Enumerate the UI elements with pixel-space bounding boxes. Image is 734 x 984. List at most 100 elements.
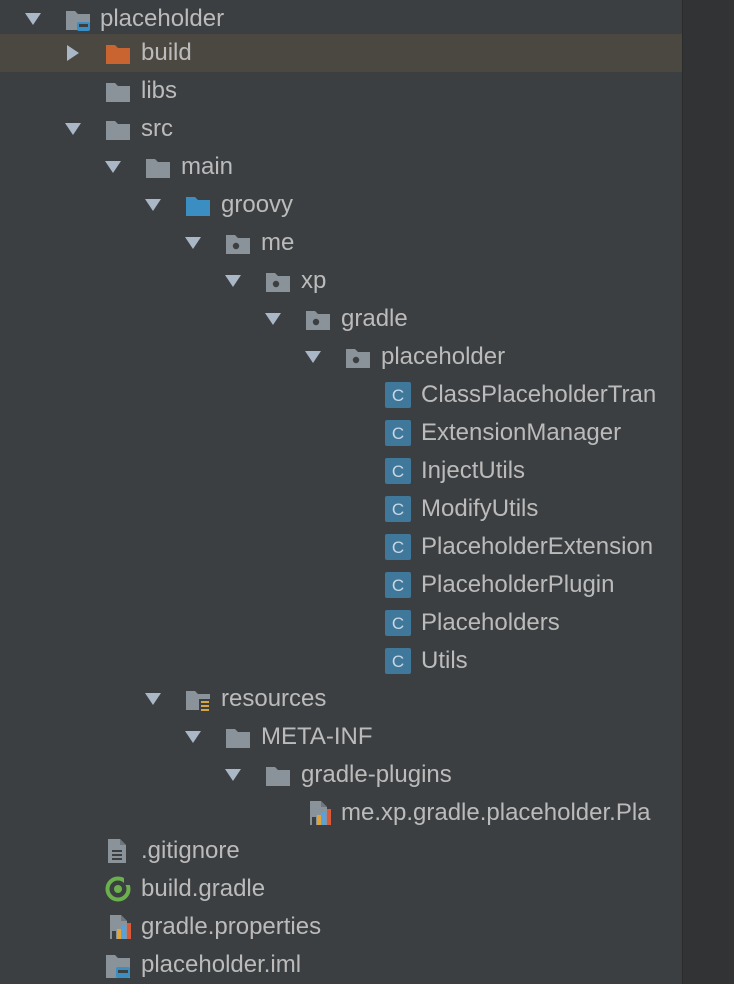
- groovy-class-icon: C: [384, 420, 412, 446]
- svg-text:C: C: [392, 386, 404, 405]
- tree-row-package-xp[interactable]: xp: [0, 262, 682, 300]
- svg-text:C: C: [392, 576, 404, 595]
- tree-item-label: build: [141, 39, 192, 66]
- expand-arrow-icon[interactable]: [23, 10, 43, 28]
- expand-arrow-icon[interactable]: [143, 690, 163, 708]
- text-file-icon: [104, 838, 132, 864]
- tree-item-label: ClassPlaceholderTran: [421, 381, 657, 408]
- package-icon: [264, 268, 292, 294]
- expand-arrow-icon[interactable]: [63, 120, 83, 138]
- tree-item-label: Utils: [421, 647, 468, 674]
- expand-arrow-icon[interactable]: [263, 310, 283, 328]
- module-file-icon: [104, 952, 132, 978]
- expand-arrow-icon[interactable]: [223, 766, 243, 784]
- tree-item-label: placeholder.iml: [141, 951, 302, 978]
- tree-row-class[interactable]: C PlaceholderPlugin: [0, 566, 682, 604]
- tree-item-label: Placeholders: [421, 609, 560, 636]
- tree-item-label: gradle-plugins: [301, 761, 452, 788]
- groovy-class-icon: C: [384, 648, 412, 674]
- tree-row-meta-inf[interactable]: META-INF: [0, 718, 682, 756]
- tree-item-label: gradle.properties: [141, 913, 322, 940]
- tree-item-label: me.xp.gradle.placeholder.Pla: [341, 799, 651, 826]
- tree-item-label: xp: [301, 267, 327, 294]
- package-icon: [344, 344, 372, 370]
- tree-row-gitignore[interactable]: .gitignore: [0, 832, 682, 870]
- svg-text:C: C: [392, 538, 404, 557]
- tree-row-class[interactable]: C ExtensionManager: [0, 414, 682, 452]
- tree-row-src[interactable]: src: [0, 110, 682, 148]
- resources-folder-icon: [184, 686, 212, 712]
- expand-arrow-icon[interactable]: [303, 348, 323, 366]
- tree-row-package-placeholder[interactable]: placeholder: [0, 338, 682, 376]
- expand-arrow-icon[interactable]: [183, 234, 203, 252]
- folder-icon: [264, 762, 292, 788]
- groovy-class-icon: C: [384, 534, 412, 560]
- tree-item-label: main: [181, 153, 234, 180]
- tree-item-label: libs: [141, 77, 178, 104]
- folder-icon: [104, 78, 132, 104]
- svg-text:C: C: [392, 424, 404, 443]
- groovy-class-icon: C: [384, 572, 412, 598]
- tree-item-label: placeholder: [100, 5, 225, 32]
- tree-item-label: InjectUtils: [421, 457, 526, 484]
- tree-row-gradle-plugins[interactable]: gradle-plugins: [0, 756, 682, 794]
- tree-item-label: PlaceholderPlugin: [421, 571, 615, 598]
- tree-item-label: META-INF: [261, 723, 373, 750]
- tree-row-plugin-properties[interactable]: me.xp.gradle.placeholder.Pla: [0, 794, 682, 832]
- expand-arrow-icon[interactable]: [103, 158, 123, 176]
- tree-row-class[interactable]: C ModifyUtils: [0, 490, 682, 528]
- tree-item-label: ExtensionManager: [421, 419, 622, 446]
- svg-text:C: C: [392, 614, 404, 633]
- tree-row-groovy[interactable]: groovy: [0, 186, 682, 224]
- package-icon: [304, 306, 332, 332]
- tree-item-label: ModifyUtils: [421, 495, 539, 522]
- tree-row-gradle-properties[interactable]: gradle.properties: [0, 908, 682, 946]
- svg-text:C: C: [392, 500, 404, 519]
- tree-row-placeholder-iml[interactable]: placeholder.iml: [0, 946, 682, 984]
- tree-item-label: me: [261, 229, 295, 256]
- folder-icon: [144, 154, 172, 180]
- tree-item-label: groovy: [221, 191, 294, 218]
- expand-arrow-icon[interactable]: [183, 728, 203, 746]
- groovy-class-icon: C: [384, 382, 412, 408]
- expand-arrow-icon[interactable]: [223, 272, 243, 290]
- svg-text:C: C: [392, 462, 404, 481]
- tree-row-class[interactable]: C ClassPlaceholderTran: [0, 376, 682, 414]
- module-folder-icon: [64, 6, 92, 32]
- tree-row-libs[interactable]: libs: [0, 72, 682, 110]
- tree-item-label: build.gradle: [141, 875, 266, 902]
- editor-gutter: [682, 0, 734, 984]
- tree-item-label: gradle: [341, 305, 408, 332]
- collapse-arrow-icon[interactable]: [63, 44, 83, 62]
- expand-arrow-icon[interactable]: [143, 196, 163, 214]
- tree-row-build[interactable]: build: [0, 34, 682, 72]
- groovy-class-icon: C: [384, 496, 412, 522]
- properties-file-icon: [306, 800, 334, 826]
- tree-row-class[interactable]: C InjectUtils: [0, 452, 682, 490]
- groovy-class-icon: C: [384, 458, 412, 484]
- tree-item-label: src: [141, 115, 173, 142]
- gradle-file-icon: [104, 876, 132, 902]
- tree-item-label: PlaceholderExtension: [421, 533, 654, 560]
- tree-row-class[interactable]: C Placeholders: [0, 604, 682, 642]
- groovy-class-icon: C: [384, 610, 412, 636]
- tree-item-label: .gitignore: [141, 837, 240, 864]
- folder-icon: [224, 724, 252, 750]
- tree-row-class[interactable]: C PlaceholderExtension: [0, 528, 682, 566]
- tree-row-resources[interactable]: resources: [0, 680, 682, 718]
- source-root-folder-icon: [184, 192, 212, 218]
- svg-text:C: C: [392, 652, 404, 671]
- folder-icon: [104, 116, 132, 142]
- package-icon: [224, 230, 252, 256]
- tree-row-package-gradle[interactable]: gradle: [0, 300, 682, 338]
- tree-row-main[interactable]: main: [0, 148, 682, 186]
- properties-file-icon: [106, 914, 134, 940]
- tree-item-label: placeholder: [381, 343, 506, 370]
- tree-row-placeholder-module[interactable]: placeholder: [0, 0, 682, 38]
- tree-row-package-me[interactable]: me: [0, 224, 682, 262]
- excluded-folder-icon: [104, 40, 132, 66]
- project-tree[interactable]: placeholder build libs src main groovy m…: [0, 0, 682, 984]
- tree-item-label: resources: [221, 685, 327, 712]
- tree-row-build-gradle[interactable]: build.gradle: [0, 870, 682, 908]
- tree-row-class[interactable]: C Utils: [0, 642, 682, 680]
